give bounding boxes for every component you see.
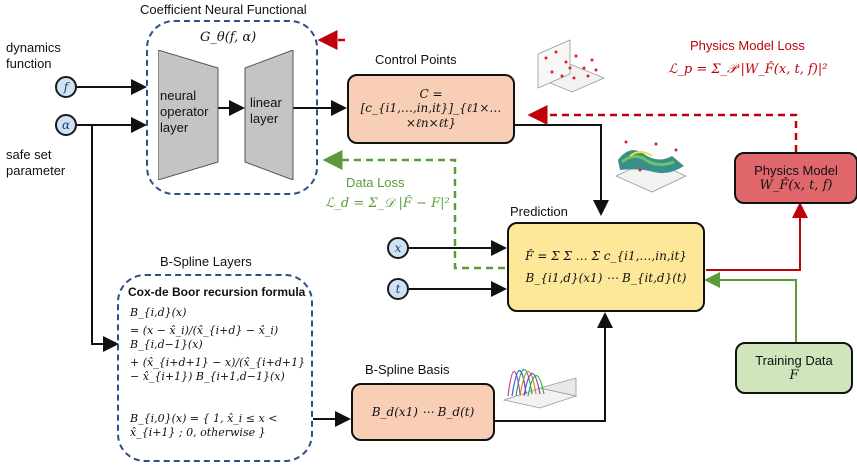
bspline-layers-title: B-Spline Layers (160, 254, 252, 269)
prediction-formula-bottom: B_{i1,d}(x1) ⋯ B_{it,d}(t) (525, 271, 687, 285)
coefficient-functional-box (146, 20, 318, 195)
safe-set-label: safe set parameter (6, 147, 66, 178)
physics-model-box: Physics Model W_F̂(x, t, f) (734, 152, 857, 204)
alpha-input-node: α (55, 114, 77, 136)
bspline-basis-formula: B_d(x1) ⋯ B_d(t) (371, 405, 475, 419)
control-points-title: Control Points (375, 52, 457, 67)
surface-3d-thumbnail (615, 140, 687, 193)
bspline-basis-box: B_d(x1) ⋯ B_d(t) (351, 383, 495, 441)
physics-model-formula: W_F̂(x, t, f) (759, 178, 833, 193)
control-points-box: C = [c_{i1,…,in,it}]_{ℓ1×…×ℓn×ℓt} (347, 74, 515, 144)
basis-curves-thumbnail (502, 369, 578, 409)
neural-operator-layer: neural operator layer (160, 88, 209, 135)
arrow-training-to-prediction (704, 272, 797, 342)
physics-loss-formula: ℒ_p = Σ_𝒫 |W_F̂(x, t, f)|² (668, 62, 828, 77)
recursion-line4: B_{i,0}(x) = { 1, x̂_i ≤ x < x̂_{i+1} ; … (130, 412, 278, 439)
prediction-title: Prediction (510, 204, 568, 219)
recursion-title: Cox-de Boor recursion formula (128, 285, 306, 299)
dynamics-function-label: dynamics function (6, 40, 61, 71)
recursion-line3: + (x̂_{i+d+1} − x)/(x̂_{i+d+1} − x̂_{i+1… (130, 356, 306, 383)
layer-trapezoids (158, 50, 294, 180)
recursion-line1: B_{i,d}(x) (130, 306, 187, 319)
prediction-box: F̂ = Σ Σ … Σ c_{i1,…,in,it} B_{i1,d}(x1)… (507, 222, 705, 312)
f-input-node: f (55, 76, 77, 98)
physics-model-title: Physics Model (754, 163, 838, 178)
arrow-prediction-to-physics (706, 202, 808, 271)
data-loss-title: Data Loss (346, 175, 405, 190)
x-input-node: x (387, 237, 409, 259)
physics-loss-title: Physics Model Loss (690, 38, 805, 53)
arrow-control-to-prediction (515, 124, 609, 216)
control-points-formula: C = [c_{i1,…,in,it}]_{ℓ1×…×ℓn×ℓt} (360, 87, 502, 130)
linear-layer: linear layer (250, 95, 282, 126)
arrow-alpha-to-bspline (91, 125, 119, 352)
functional-operator: G_θ(f, α) (200, 30, 257, 45)
scatter-3d-thumbnail (536, 39, 606, 93)
bspline-layers-box (117, 274, 313, 462)
recursion-line2: = (x − x̂_i)/(x̂_{i+d} − x̂_i) B_{i,d−1}… (130, 324, 279, 351)
prediction-formula-top: F̂ = Σ Σ … Σ c_{i1,…,in,it} (525, 249, 687, 263)
bspline-basis-title: B-Spline Basis (365, 362, 450, 377)
t-input-node: t (387, 278, 409, 300)
training-data-box: Training Data F (735, 342, 853, 394)
arrow-basis-to-prediction (495, 312, 613, 422)
data-loss-formula: ℒ_d = Σ_𝒟 |F̂ − F|² (325, 196, 450, 211)
training-data-title: Training Data (755, 353, 833, 368)
training-data-symbol: F (789, 368, 799, 383)
arrow-data-loss (322, 150, 505, 270)
arrow-physics-loss (527, 105, 798, 152)
functional-title: Coefficient Neural Functional (140, 2, 307, 17)
